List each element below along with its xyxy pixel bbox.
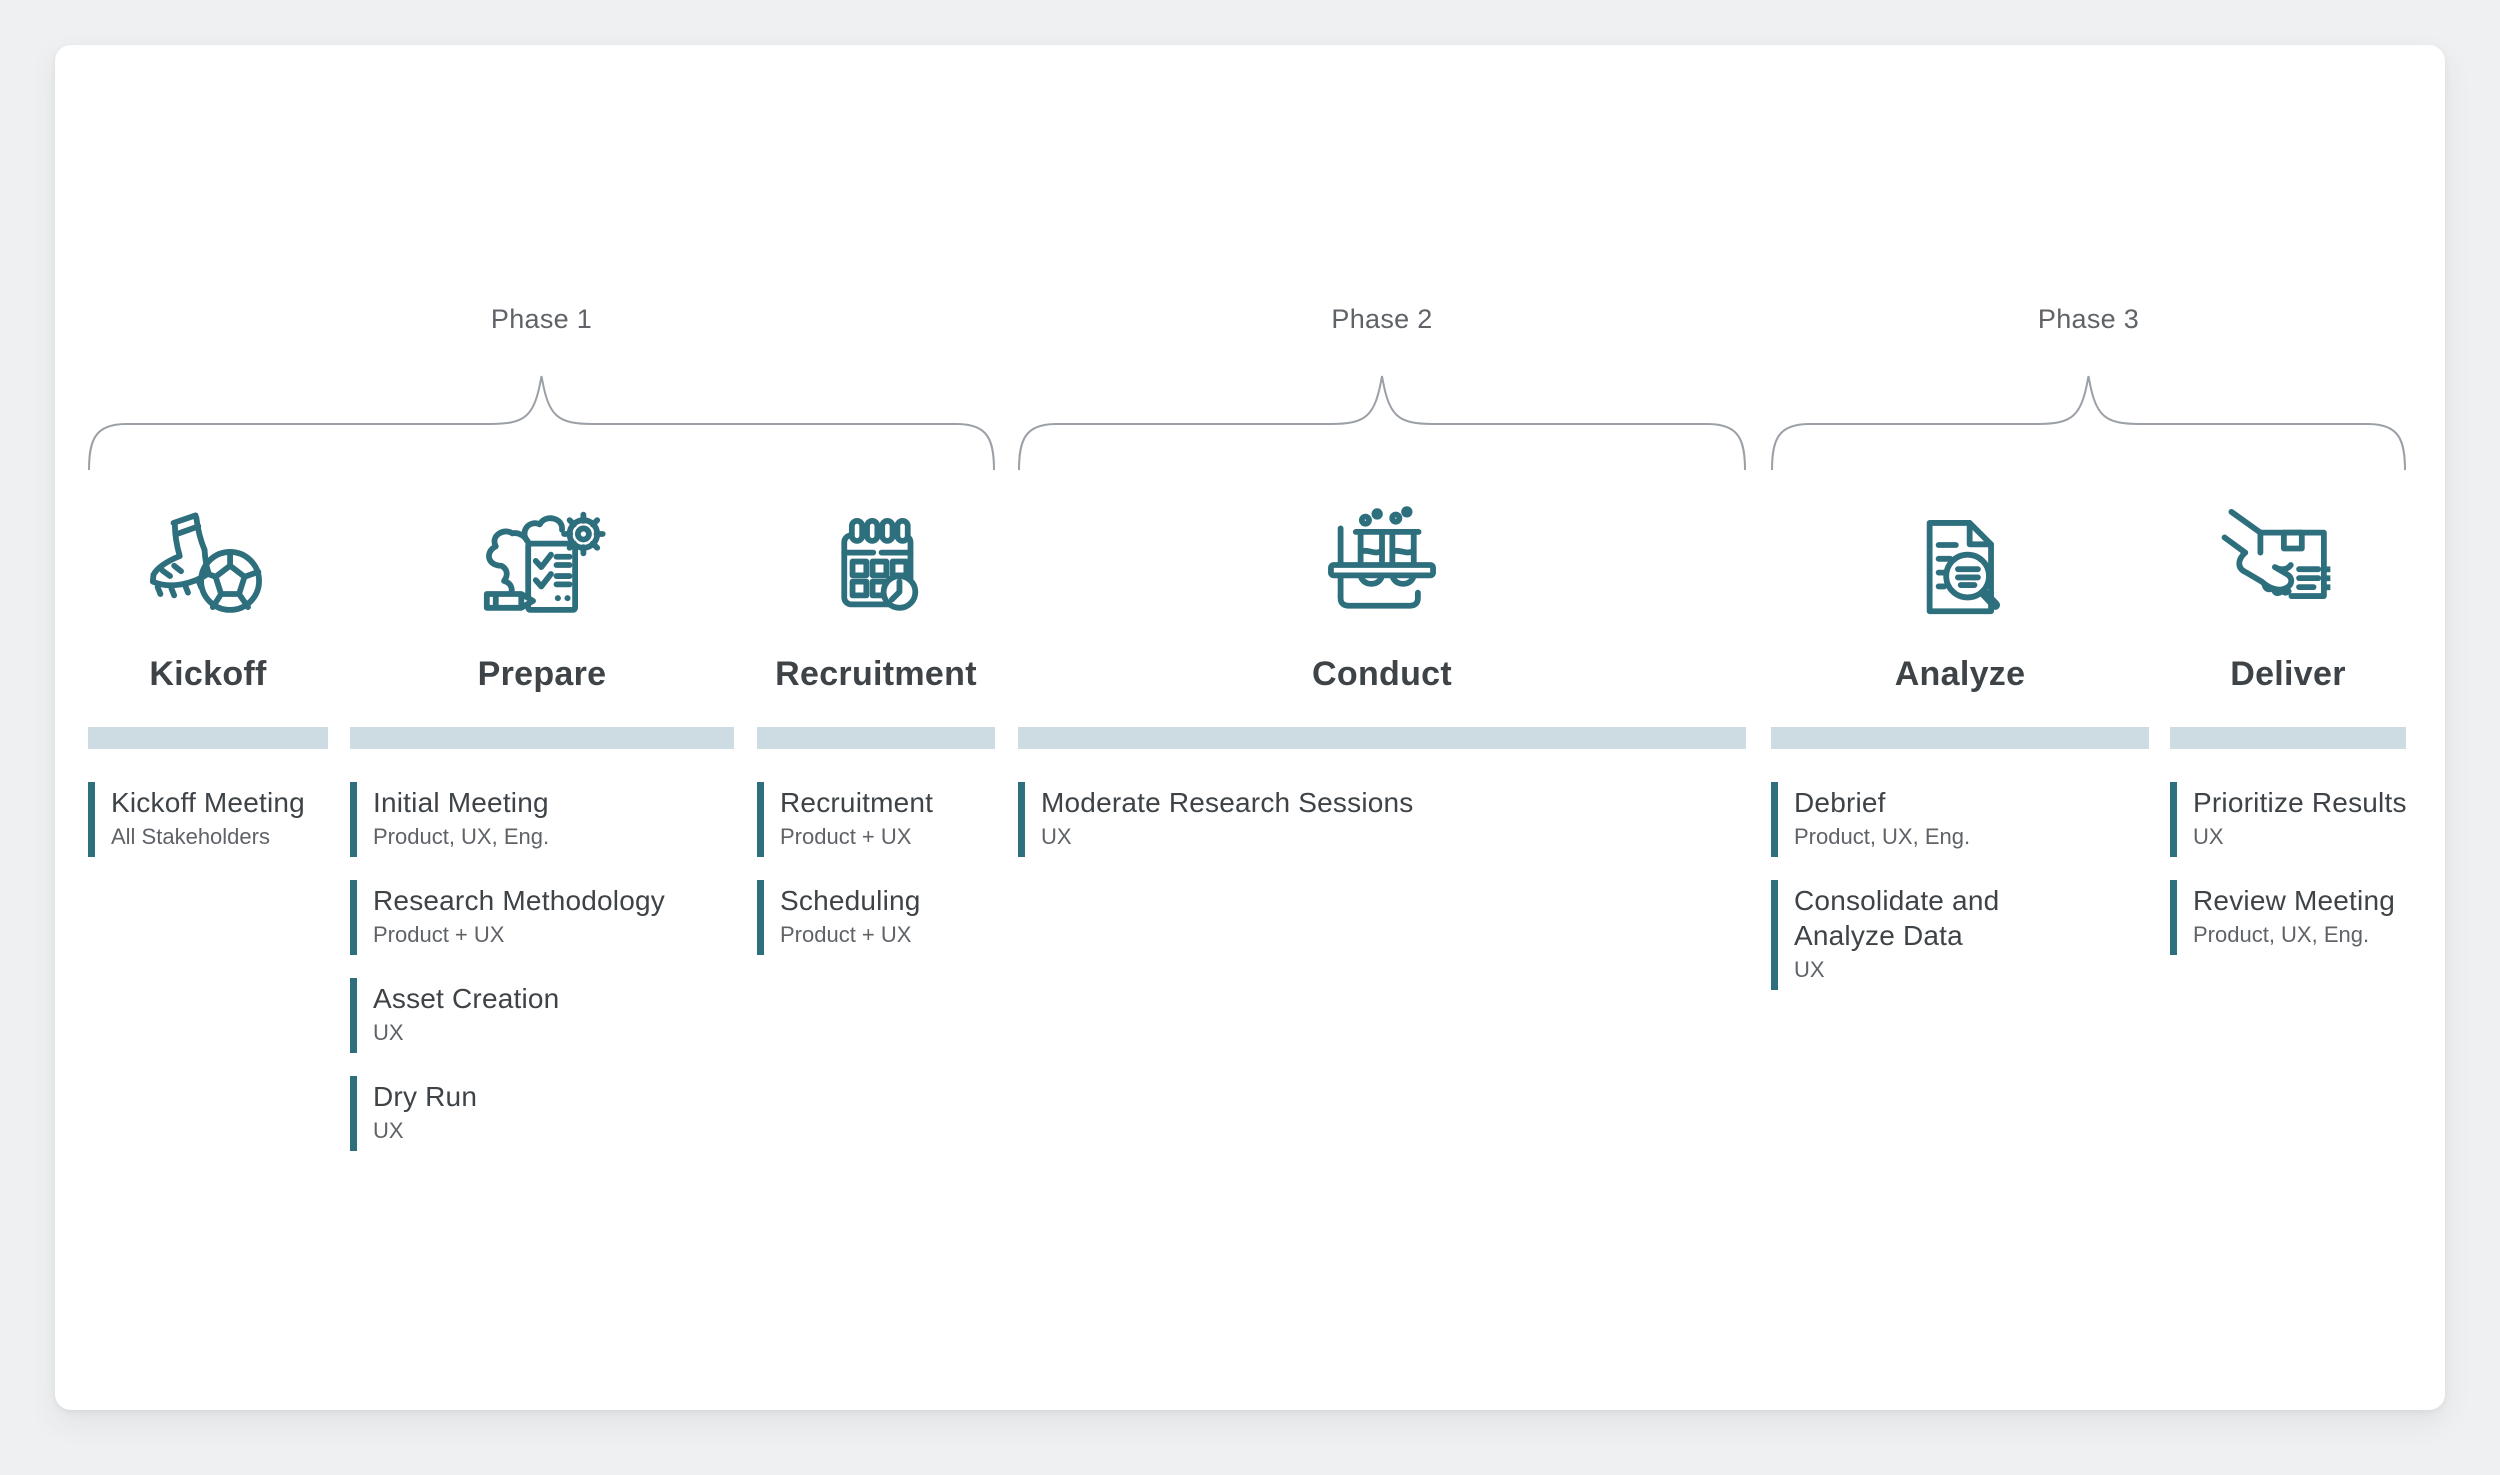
stage-title: Kickoff <box>149 655 267 693</box>
task-title: Asset Creation <box>373 983 560 1014</box>
stage-task-list: Initial Meeting Product, UX, Eng. Resear… <box>350 782 744 1174</box>
task-owners: UX <box>2193 824 2224 849</box>
stage-task-list: Debrief Product, UX, Eng. Consolidate an… <box>1771 782 2159 1013</box>
package-hand-icon <box>2221 509 2331 599</box>
task-item: Research Methodology Product + UX <box>350 880 744 955</box>
stage-duration-bar <box>88 727 328 749</box>
stage-duration-bar <box>1018 727 1746 749</box>
test-tubes-rack-icon <box>1328 506 1436 609</box>
phase-brace-icon <box>1771 375 2406 471</box>
stage-title: Conduct <box>1312 655 1452 693</box>
task-owners: All Stakeholders <box>111 824 270 849</box>
task-item: Consolidate and Analyze Data UX <box>1771 880 2159 990</box>
stage-icon <box>472 505 612 643</box>
calendar-clock-icon <box>841 517 919 611</box>
soccer-ball-cleat-icon <box>149 512 262 613</box>
task-title: Prioritize Results <box>2193 787 2407 818</box>
stage-icon <box>1312 505 1452 643</box>
task-owners: Product + UX <box>780 824 912 849</box>
task-owners: Product, UX, Eng. <box>373 824 550 849</box>
task-item: Prioritize Results UX <box>2170 782 2416 857</box>
phase-label: Phase 1 <box>490 304 593 334</box>
task-owners: Product + UX <box>373 922 505 947</box>
task-title: Consolidate and Analyze Data <box>1794 885 2000 951</box>
task-owners: UX <box>1041 824 1072 849</box>
phase-label: Phase 2 <box>1331 304 1433 334</box>
task-owners: UX <box>373 1118 404 1143</box>
task-title: Recruitment <box>780 787 934 818</box>
stage-duration-bar <box>1771 727 2149 749</box>
phase-brace-icon <box>1018 375 1746 471</box>
stage-task-list: Kickoff Meeting All Stakeholders <box>88 782 338 880</box>
stage-duration-bar <box>757 727 995 749</box>
task-title: Debrief <box>1794 787 1886 818</box>
task-item: Review Meeting Product, UX, Eng. <box>2170 880 2416 955</box>
stage-title: Prepare <box>477 655 607 693</box>
task-title: Dry Run <box>373 1081 478 1112</box>
task-title: Research Methodology <box>373 885 665 916</box>
task-title: Review Meeting <box>2193 885 2395 916</box>
stage-duration-bar <box>2170 727 2406 749</box>
task-title: Initial Meeting <box>373 787 549 818</box>
phase-group: Phase 3 <box>1771 302 2406 472</box>
stage-duration-bar <box>350 727 734 749</box>
task-title: Scheduling <box>780 885 921 916</box>
task-owners: Product, UX, Eng. <box>1794 824 1971 849</box>
task-item: Moderate Research Sessions UX <box>1018 782 1756 857</box>
stage-task-list: Prioritize Results UX Review Meeting Pro… <box>2170 782 2416 978</box>
task-item: Initial Meeting Product, UX, Eng. <box>350 782 744 857</box>
stage-title: Analyze <box>1894 655 2026 693</box>
stage-icon <box>1890 505 2030 643</box>
task-item: Dry Run UX <box>350 1076 744 1151</box>
task-owners: UX <box>1794 957 1825 982</box>
stage-task-list: Recruitment Product + UX Scheduling Prod… <box>757 782 1005 978</box>
phase-label: Phase 3 <box>2037 304 2140 334</box>
stage-icon <box>2218 505 2358 643</box>
stage-task-list: Moderate Research Sessions UX <box>1018 782 1756 880</box>
stage-icon <box>138 505 278 643</box>
cloud-gear-checklist-pencil-icon <box>483 511 606 613</box>
task-item: Kickoff Meeting All Stakeholders <box>88 782 338 857</box>
task-owners: Product, UX, Eng. <box>2193 922 2370 947</box>
document-magnifier-icon <box>1926 520 2001 615</box>
task-item: Asset Creation UX <box>350 978 744 1053</box>
stage-icon <box>806 505 946 643</box>
task-owners: Product + UX <box>780 922 912 947</box>
stage-title: Deliver <box>2230 655 2346 693</box>
task-item: Recruitment Product + UX <box>757 782 1005 857</box>
task-item: Scheduling Product + UX <box>757 880 1005 955</box>
phase-group: Phase 2 <box>1018 302 1746 472</box>
phase-group: Phase 1 <box>88 302 995 472</box>
task-item: Debrief Product, UX, Eng. <box>1771 782 2159 857</box>
task-owners: UX <box>373 1020 404 1045</box>
task-title: Moderate Research Sessions <box>1041 787 1414 818</box>
task-title: Kickoff Meeting <box>111 787 305 818</box>
phase-brace-icon <box>88 375 995 471</box>
stage-title: Recruitment <box>775 655 977 693</box>
